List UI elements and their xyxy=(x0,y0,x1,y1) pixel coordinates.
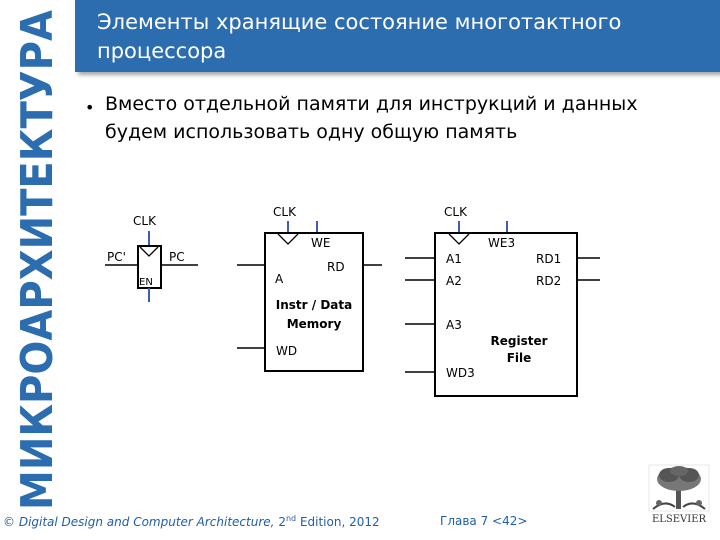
regfile-rd2-label: RD2 xyxy=(536,274,561,288)
elsevier-wordmark: ELSEVIER xyxy=(652,514,707,525)
regfile-clk-label: CLK xyxy=(444,205,468,219)
edition-suffix: nd xyxy=(285,514,297,523)
footer-citation: © Digital Design and Computer Architectu… xyxy=(3,514,380,529)
regfile-box xyxy=(434,232,578,397)
header-bar: Элементы хранящие состояние многотактног… xyxy=(75,0,720,72)
tree-emblem xyxy=(648,464,710,512)
bullet-marker: • xyxy=(85,98,95,117)
regfile-name-line1: Register xyxy=(490,334,547,348)
regfile-we-label: WE3 xyxy=(488,236,515,250)
chapter-page: Глава 7 <42> xyxy=(440,514,528,528)
register-file: CLK WE3 A1 A2 RD1 RD2 A3 Register File W… xyxy=(405,205,600,397)
elsevier-logo: ELSEVIER xyxy=(648,464,710,525)
memory-name-line2: Memory xyxy=(287,317,342,331)
regfile-wd3-label: WD3 xyxy=(446,366,475,380)
bullet-text: Вместо отдельной памяти для инструкций и… xyxy=(105,90,705,146)
regfile-name-line2: File xyxy=(507,351,532,365)
pc-clock-marker xyxy=(139,246,159,257)
regfile-a3-label: A3 xyxy=(446,318,462,332)
regfile-clock-marker xyxy=(448,233,470,245)
page-title: Элементы хранящие состояние многотактног… xyxy=(97,8,707,66)
bullet-text-line1: Вместо отдельной памяти для инструкций и… xyxy=(105,93,638,115)
pc-register: CLK PC' PC EN xyxy=(105,214,198,302)
edition-number: 2 xyxy=(278,515,286,529)
instr-data-memory: CLK WE A RD Instr / Data Memory WD xyxy=(237,205,382,372)
memory-clk-label: CLK xyxy=(273,205,297,219)
memory-addr-label: A xyxy=(275,272,284,286)
pc-input-label: PC' xyxy=(107,250,126,264)
regfile-rd1-label: RD1 xyxy=(536,252,561,266)
pc-enable-label: EN xyxy=(139,277,153,288)
book-title: Digital Design and Computer Architecture… xyxy=(18,515,275,529)
side-title: МИКРОАРХИТЕКТУРА xyxy=(12,10,60,510)
regfile-a1-label: A1 xyxy=(446,252,462,266)
memory-rd-label: RD xyxy=(327,260,345,274)
pc-output-label: PC xyxy=(169,250,185,264)
page-title-line1: Элементы хранящие состояние многотактног… xyxy=(97,10,622,34)
memory-wd-label: WD xyxy=(276,344,297,358)
memory-we-label: WE xyxy=(311,236,330,250)
memory-name-line1: Instr / Data xyxy=(276,298,352,312)
side-title-text: МИКРОАРХИТЕКТУРА xyxy=(12,10,60,510)
memory-box xyxy=(264,232,364,372)
pc-clk-label: CLK xyxy=(133,214,157,228)
edition-rest: Edition, 2012 xyxy=(299,515,380,529)
regfile-a2-label: A2 xyxy=(446,274,462,288)
bullet-text-line2: будем использовать одну общую память xyxy=(105,121,518,143)
copyright-symbol: © xyxy=(3,515,15,529)
page-title-line2: процессора xyxy=(97,39,227,63)
memory-clock-marker xyxy=(277,233,299,245)
